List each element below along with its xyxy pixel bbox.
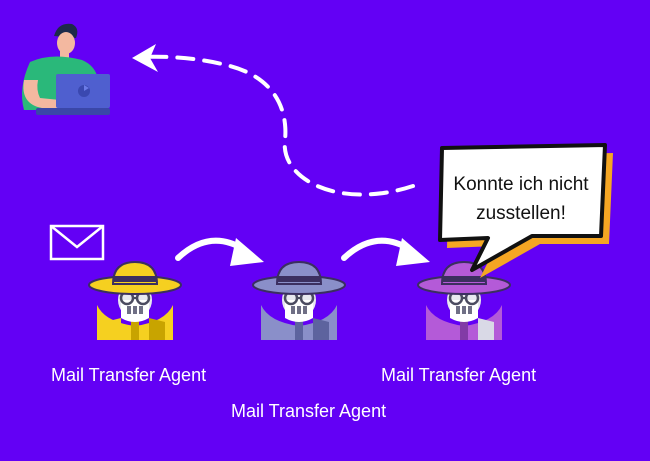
agent-label-left: Mail Transfer Agent — [51, 365, 207, 385]
speech-bubble — [438, 143, 613, 278]
envelope-icon — [49, 224, 105, 261]
forward-arrow-2 — [341, 237, 430, 266]
user-at-laptop-icon — [22, 23, 110, 115]
spy-agent-icon-middle — [252, 260, 346, 340]
forward-arrow-1 — [175, 237, 264, 266]
spy-agent-icon-right — [417, 260, 511, 340]
agent-label-middle: Mail Transfer Agent — [231, 401, 387, 421]
speech-bubble-text: Konnte ich nicht zusstellen! — [453, 174, 589, 224]
return-arrowhead — [132, 44, 158, 72]
spy-agent-icon-left — [88, 260, 182, 340]
agent-label-right: Mail Transfer Agent — [381, 365, 537, 385]
return-dashed-arrow — [141, 54, 415, 197]
